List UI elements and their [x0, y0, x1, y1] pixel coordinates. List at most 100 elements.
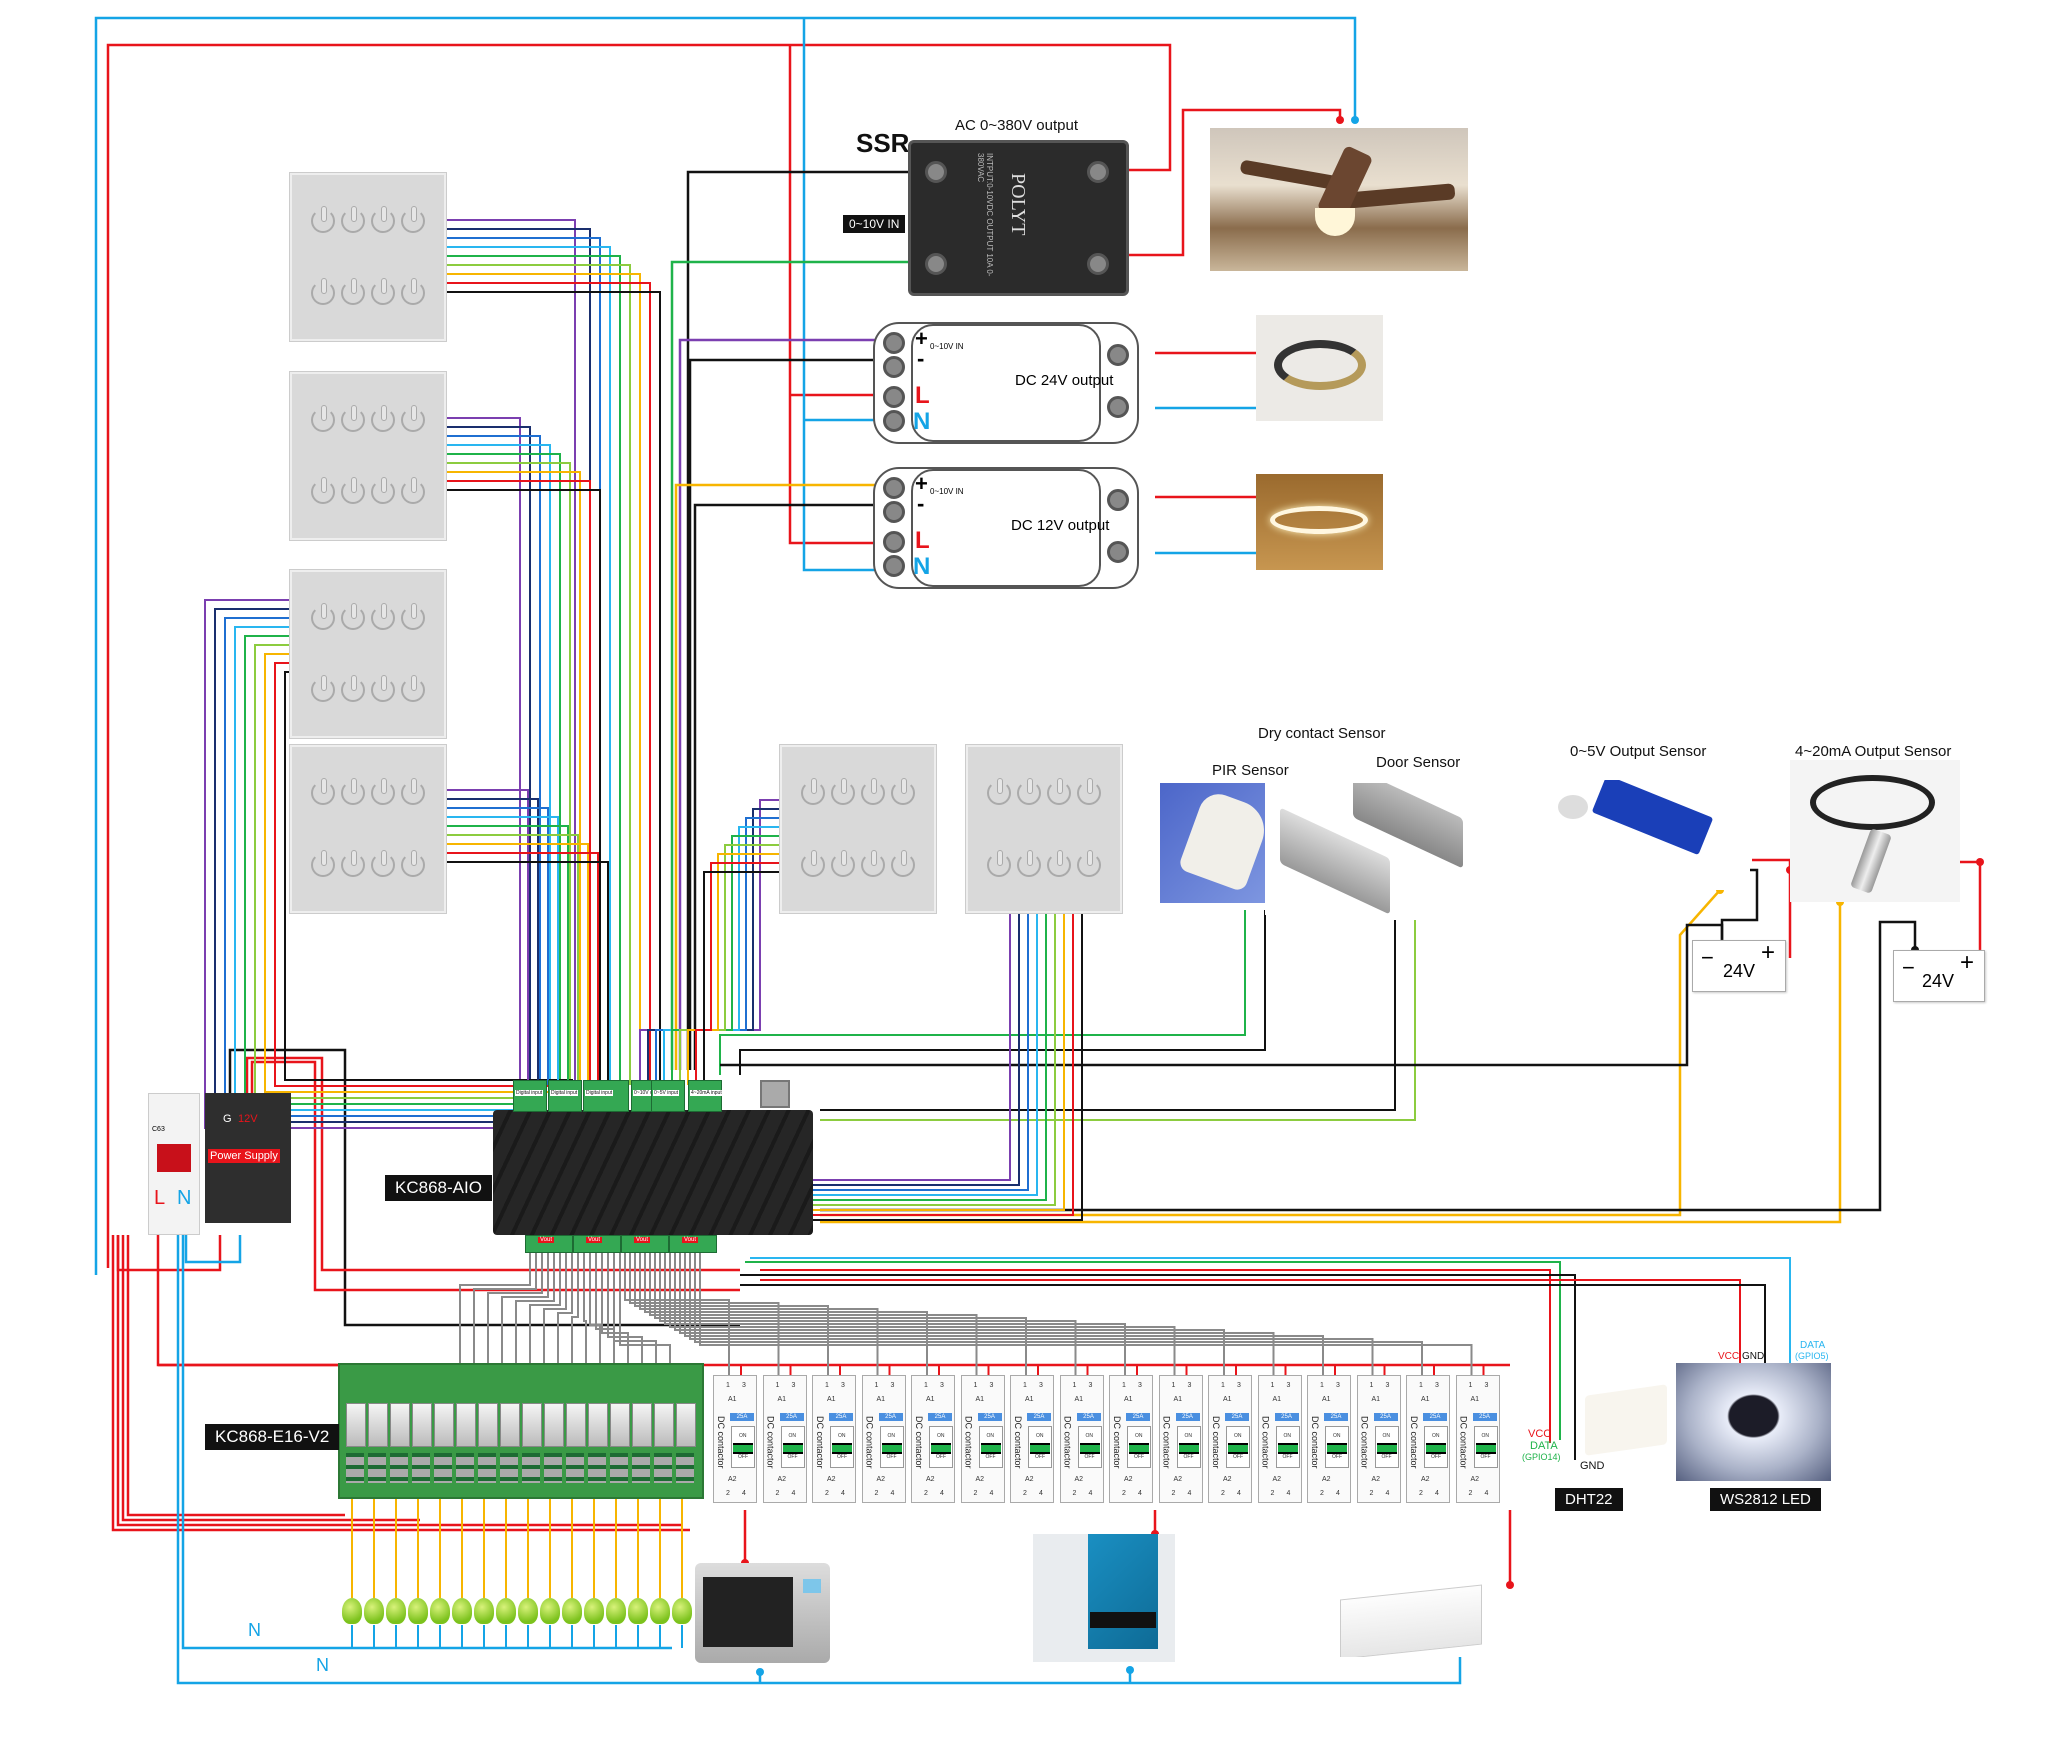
relay-terminal[interactable]	[566, 1453, 584, 1483]
relay-terminal[interactable]	[544, 1453, 562, 1483]
power-button-icon[interactable]	[368, 278, 398, 308]
driver2-term-l[interactable]	[883, 531, 905, 553]
power-button-icon[interactable]	[398, 603, 428, 633]
power-button-icon[interactable]	[308, 278, 338, 308]
vout-terminal-block[interactable]: Vout	[525, 1235, 573, 1253]
power-button-icon[interactable]	[308, 850, 338, 880]
power-button-icon[interactable]	[308, 778, 338, 808]
driver1-out-minus[interactable]	[1107, 396, 1129, 418]
power-button-icon[interactable]	[368, 477, 398, 507]
power-button-icon[interactable]	[398, 206, 428, 236]
power-button-icon[interactable]	[398, 675, 428, 705]
driver1-term-minus[interactable]	[883, 356, 905, 378]
terminal-block[interactable]: 0~5V input	[651, 1080, 685, 1112]
power-button-icon[interactable]	[398, 278, 428, 308]
vout-terminal-block[interactable]: Vout	[621, 1235, 669, 1253]
power-button-icon[interactable]	[338, 405, 368, 435]
vout-terminal-block[interactable]: Vout	[669, 1235, 717, 1253]
switch-panel-3[interactable]	[290, 570, 446, 738]
power-button-icon[interactable]	[798, 778, 828, 808]
power-button-icon[interactable]	[1074, 778, 1104, 808]
power-button-icon[interactable]	[338, 850, 368, 880]
ethernet-port[interactable]	[760, 1080, 790, 1108]
relay-terminal[interactable]	[390, 1453, 408, 1483]
power-button-icon[interactable]	[888, 778, 918, 808]
relay-terminal[interactable]	[456, 1453, 474, 1483]
power-button-icon[interactable]	[398, 850, 428, 880]
power-button-icon[interactable]	[368, 675, 398, 705]
relay-terminal[interactable]	[522, 1453, 540, 1483]
power-button-icon[interactable]	[338, 675, 368, 705]
power-button-icon[interactable]	[398, 405, 428, 435]
power-button-icon[interactable]	[1074, 850, 1104, 880]
power-button-icon[interactable]	[308, 405, 338, 435]
power-button-icon[interactable]	[1044, 778, 1074, 808]
switch-panel-1[interactable]	[290, 173, 446, 341]
terminal-block[interactable]: Digital input	[513, 1080, 547, 1112]
power-button-icon[interactable]	[308, 206, 338, 236]
ssr-terminal-2[interactable]	[1087, 253, 1109, 275]
vout-terminal-block[interactable]: Vout	[573, 1235, 621, 1253]
terminal-block[interactable]: 4~20mA input	[688, 1080, 723, 1112]
relay-terminal[interactable]	[412, 1453, 430, 1483]
switch-panel-5[interactable]	[780, 745, 936, 913]
switch-panel-2[interactable]	[290, 372, 446, 540]
power-button-icon[interactable]	[798, 850, 828, 880]
power-button-icon[interactable]	[858, 850, 888, 880]
breaker-toggle[interactable]	[157, 1144, 191, 1172]
power-button-icon[interactable]	[338, 477, 368, 507]
driver2-term-minus[interactable]	[883, 501, 905, 523]
power-button-icon[interactable]	[984, 850, 1014, 880]
relay-terminal[interactable]	[500, 1453, 518, 1483]
relay-terminal[interactable]	[588, 1453, 606, 1483]
driver2-term-n[interactable]	[883, 555, 905, 577]
relay-terminal[interactable]	[346, 1453, 364, 1483]
driver2-term-plus[interactable]	[883, 477, 905, 499]
power-button-icon[interactable]	[888, 850, 918, 880]
power-button-icon[interactable]	[368, 778, 398, 808]
ssr-terminal-1[interactable]	[1087, 161, 1109, 183]
relay-terminal[interactable]	[676, 1453, 694, 1483]
power-button-icon[interactable]	[368, 603, 398, 633]
power-button-icon[interactable]	[308, 603, 338, 633]
power-button-icon[interactable]	[1014, 850, 1044, 880]
power-button-icon[interactable]	[368, 850, 398, 880]
power-button-icon[interactable]	[398, 778, 428, 808]
relay-terminal[interactable]	[368, 1453, 386, 1483]
switch-panel-6[interactable]	[966, 745, 1122, 913]
relay-terminal[interactable]	[478, 1453, 496, 1483]
power-button-icon[interactable]	[338, 778, 368, 808]
power-button-icon[interactable]	[308, 675, 338, 705]
power-button-icon[interactable]	[398, 477, 428, 507]
power-button-icon[interactable]	[1014, 778, 1044, 808]
power-button-icon[interactable]	[828, 778, 858, 808]
power-button-icon[interactable]	[368, 206, 398, 236]
relay-terminal[interactable]	[434, 1453, 452, 1483]
power-button-icon[interactable]	[858, 778, 888, 808]
